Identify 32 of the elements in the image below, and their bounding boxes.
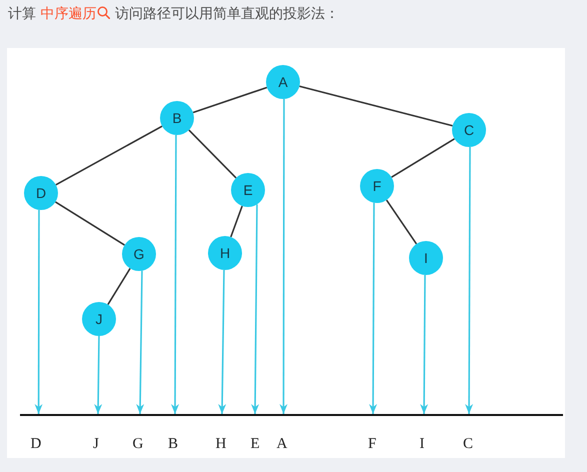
tree-edge-line	[230, 206, 243, 238]
projection-arrow	[218, 270, 226, 414]
tree-edge-line	[55, 201, 125, 246]
baseline	[20, 414, 563, 416]
traversal-letter: B	[168, 436, 178, 452]
traversal-letter: J	[93, 436, 99, 452]
projection-arrow	[34, 210, 43, 414]
tree-edge-line	[107, 268, 131, 305]
projection-arrow	[171, 134, 180, 414]
traversal-letter: C	[463, 436, 474, 452]
keyword-link: 中序遍历	[40, 6, 110, 22]
projection-arrow	[369, 202, 378, 414]
traversal-letter: G	[132, 436, 144, 452]
projection-arrow	[251, 204, 260, 414]
traversal-letter: E	[250, 436, 260, 452]
traversal-letter: I	[420, 436, 424, 452]
tree-edge-line	[299, 85, 453, 127]
tree-edge-line	[386, 200, 418, 244]
tree-edge-line	[188, 130, 237, 178]
tree-edge-line	[192, 86, 268, 114]
traversal-letter: H	[216, 436, 226, 452]
projection-arrow	[280, 98, 288, 414]
traversal-letter: A	[276, 436, 288, 452]
traversal-letter: F	[368, 436, 376, 452]
heading-text: 计算 中序遍历 访问路径可以用简单直观的投影法：	[8, 5, 339, 24]
projection-arrow	[420, 274, 428, 414]
tree-edge-line	[56, 126, 162, 186]
projection-arrow	[136, 270, 144, 414]
tree-edge-line	[391, 138, 455, 178]
projection-arrow	[465, 146, 474, 414]
traversal-letter: D	[30, 436, 42, 452]
projection-arrow	[94, 336, 102, 414]
